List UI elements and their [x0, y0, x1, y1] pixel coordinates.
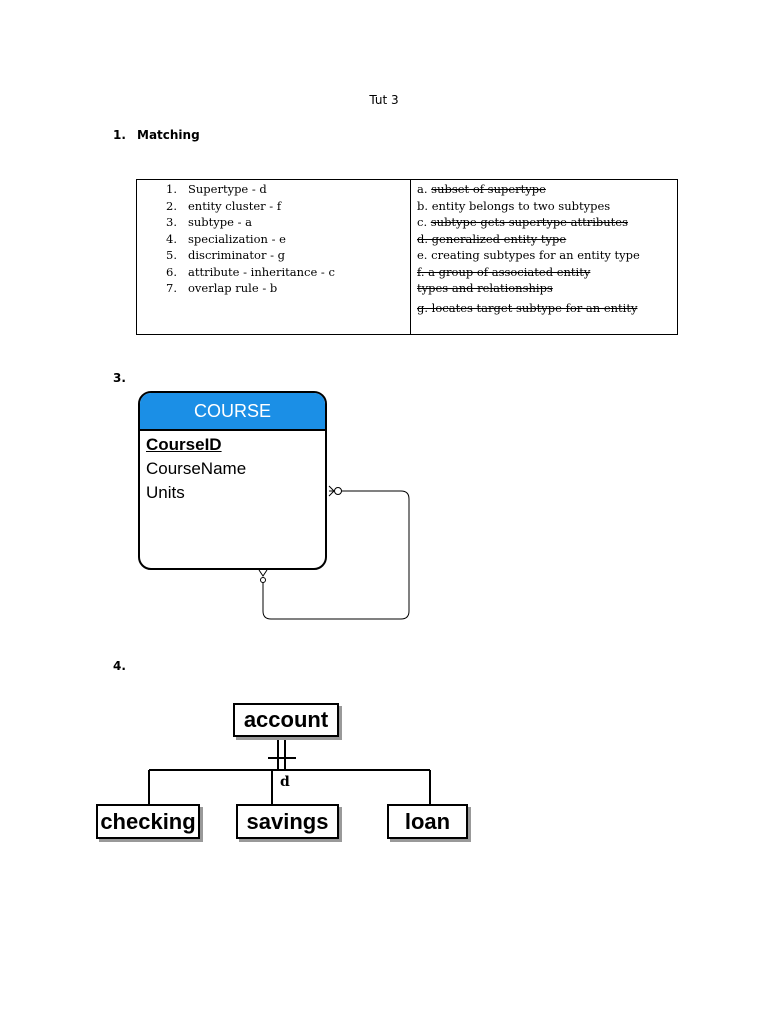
term-item: 2. entity cluster - f: [137, 198, 410, 215]
term-item: 1. Supertype - d: [137, 181, 410, 198]
optional-circle-icon: [334, 487, 342, 495]
terms-column: 1. Supertype - d 2. entity cluster - f 3. s…: [136, 179, 411, 335]
definition-text: creating subtypes for an entity type: [431, 248, 640, 262]
term-item: 6. attribute - inheritance - c: [137, 264, 410, 281]
term-number: 5.: [166, 248, 177, 262]
course-entity-box: COURSE CourseID CourseName Units: [138, 391, 327, 570]
term-text: entity cluster - f: [188, 198, 282, 213]
term-item: 4. specialization - e: [137, 231, 410, 248]
term-text: specialization - e: [188, 231, 286, 246]
term-text: overlap rule - b: [188, 281, 278, 295]
term-number: 4.: [166, 231, 177, 246]
term-text: discriminator - g: [188, 248, 286, 262]
attribute-primary-key: CourseID: [146, 435, 222, 454]
term-number: 6.: [166, 264, 177, 279]
definition-prefix: c.: [417, 215, 431, 229]
section-number: 1.: [113, 128, 126, 142]
definition-text: f. a group of associated entity types an…: [417, 264, 591, 296]
section-1-heading: 1. Matching: [113, 128, 200, 142]
optional-circle-icon: [260, 577, 266, 583]
section-3-heading: 3.: [113, 371, 126, 385]
entity-name: COURSE: [140, 393, 325, 431]
attribute: Units: [146, 483, 185, 502]
specialization-lines: [148, 737, 431, 804]
crows-foot-icon: [258, 569, 268, 577]
term-number: 3.: [166, 215, 177, 229]
definition-text: subset of supertype: [431, 182, 546, 196]
section-number: 4.: [113, 659, 126, 673]
subtype-box: checking: [96, 804, 200, 839]
page-title: Tut 3: [369, 93, 399, 107]
subtype-box: savings: [236, 804, 339, 839]
crows-foot-icon: [328, 485, 335, 497]
supertype-box: account: [233, 703, 339, 737]
definition-item: c. subtype gets supertype attributes: [417, 214, 677, 231]
terms-list: 1. Supertype - d 2. entity cluster - f 3. s…: [137, 181, 410, 297]
term-number: 2.: [166, 198, 177, 213]
definition-text: d. generalized entity type: [417, 231, 567, 246]
definition-prefix: e.: [417, 248, 432, 262]
definition-item: b. entity belongs to two subtypes: [417, 198, 677, 215]
term-number: 7.: [166, 281, 177, 295]
term-item: 3. subtype - a: [137, 214, 410, 231]
definition-text: subtype gets supertype attributes: [430, 215, 629, 229]
subtype-box: loan: [387, 804, 468, 839]
definition-item: d. generalized entity type: [417, 231, 677, 248]
definition-text: entity belongs to two subtypes: [431, 198, 611, 213]
definitions-list: a. subset of supertype b. entity belongs…: [417, 181, 677, 316]
section-4-heading: 4.: [113, 659, 126, 673]
definition-item: f. a group of associated entity types an…: [417, 264, 617, 297]
definition-item: g. locates target subtype for an entity: [417, 300, 677, 317]
disjoint-constraint-label: d: [280, 774, 290, 790]
matching-table: 1. Supertype - d 2. entity cluster - f 3. s…: [136, 179, 678, 335]
section-number: 3.: [113, 371, 126, 385]
definition-item: e. creating subtypes for an entity type: [417, 247, 677, 264]
term-item: 5. discriminator - g: [137, 247, 410, 264]
term-text: subtype - a: [188, 215, 253, 229]
term-text: attribute - inheritance - c: [188, 264, 335, 279]
definition-text: g. locates target subtype for an entity: [417, 300, 638, 315]
definition-prefix: a.: [417, 182, 432, 196]
term-text: Supertype - d: [188, 182, 267, 196]
attribute: CourseName: [146, 459, 247, 478]
recursive-relationship-line: [258, 485, 410, 620]
term-number: 1.: [166, 182, 177, 196]
definition-prefix: b.: [417, 198, 432, 213]
entity-attributes: CourseID CourseName Units: [140, 431, 325, 505]
definition-item: a. subset of supertype: [417, 181, 677, 198]
term-item: 7. overlap rule - b: [137, 280, 410, 297]
section-label: Matching: [137, 128, 200, 142]
definitions-column: a. subset of supertype b. entity belongs…: [410, 179, 678, 335]
